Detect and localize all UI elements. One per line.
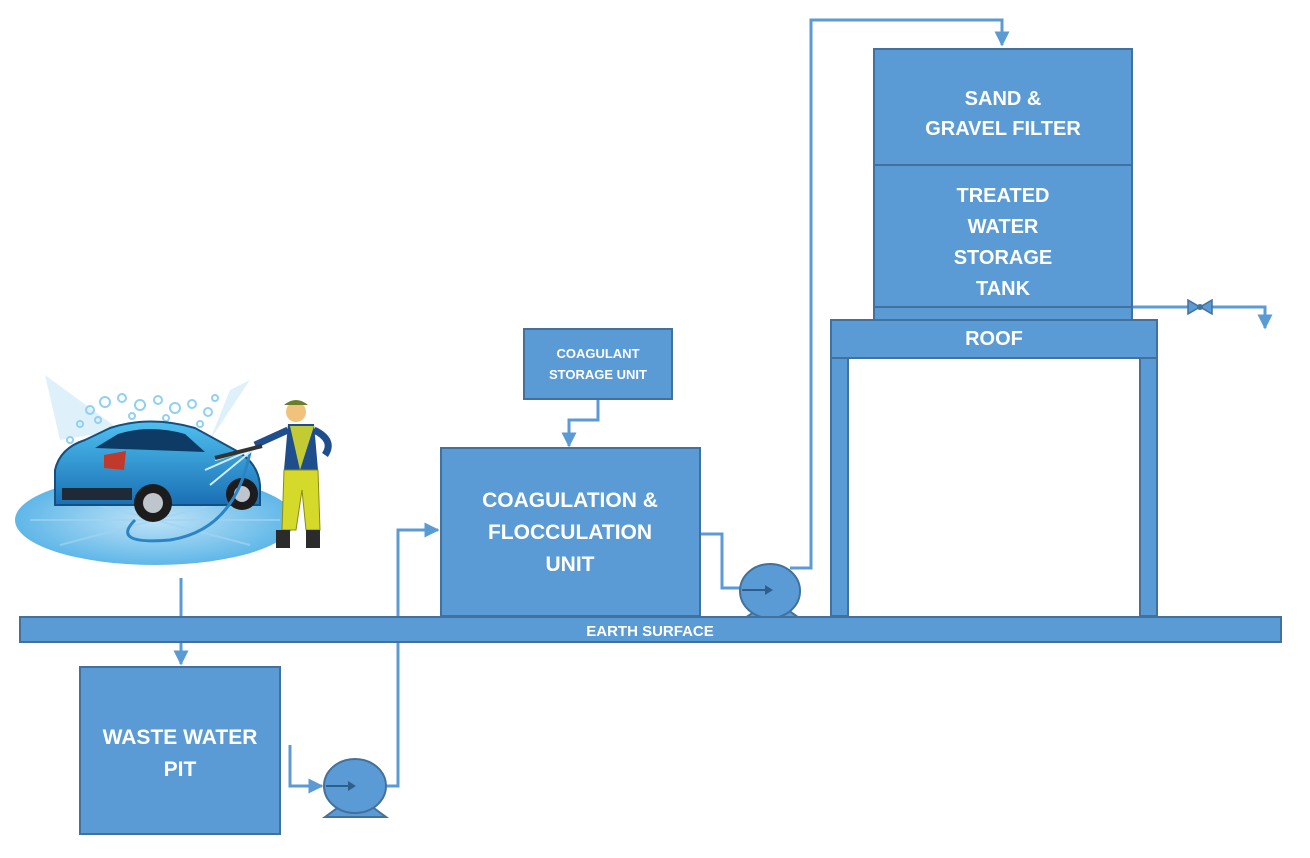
- sand-filter-label-line-1: SAND &: [965, 88, 1042, 110]
- earth-surface: EARTH SURFACE: [19, 616, 1282, 643]
- tank-label-line-4: TANK: [976, 278, 1031, 300]
- pipe-coagulation-to-pump: [700, 532, 757, 596]
- tank-label-line-2: WATER: [968, 216, 1039, 238]
- roof-support-left: [830, 357, 849, 617]
- coag-label-line-3: UNIT: [546, 553, 595, 576]
- coagulant-storage-unit: COAGULANT STORAGE UNIT: [523, 328, 673, 400]
- pipe-tank-outlet: [1132, 305, 1273, 330]
- coag-label-line-1: COAGULATION &: [482, 489, 658, 512]
- coagulant-label-line-1: COAGULANT: [556, 346, 639, 361]
- pump-icon: [738, 563, 806, 621]
- tank-label-line-3: STORAGE: [954, 247, 1053, 269]
- pump-icon: [321, 758, 390, 818]
- pipe-coagulant-to-coagulation: [561, 400, 600, 448]
- pipe-pit-to-pump: [288, 745, 324, 794]
- coagulation-flocculation-unit: COAGULATION & FLOCCULATION UNIT: [440, 447, 701, 617]
- earth-surface-label: EARTH SURFACE: [586, 623, 714, 640]
- treated-water-storage-tank: TREATED WATER STORAGE TANK: [873, 164, 1133, 321]
- roof-support-right: [1139, 357, 1158, 617]
- pit-label-line-1: WASTE WATER: [103, 726, 258, 749]
- coag-label-line-2: FLOCCULATION: [488, 521, 652, 544]
- car-wash-illustration-icon: [15, 375, 332, 565]
- pit-label-line-2: PIT: [164, 758, 197, 781]
- pipe-pump-to-coagulation: [356, 522, 440, 788]
- sand-gravel-filter: SAND & GRAVEL FILTER: [873, 48, 1133, 166]
- roof-structure: ROOF: [830, 319, 1158, 617]
- coagulant-label-line-2: STORAGE UNIT: [549, 367, 647, 382]
- valve-icon: [1187, 298, 1213, 316]
- waste-water-pit: WASTE WATER PIT: [79, 666, 281, 835]
- sand-filter-label-line-2: GRAVEL FILTER: [925, 118, 1081, 140]
- roof-label: ROOF: [965, 328, 1023, 350]
- tank-label-line-1: TREATED: [957, 185, 1050, 207]
- pipe-pump-to-filter: [790, 18, 1010, 570]
